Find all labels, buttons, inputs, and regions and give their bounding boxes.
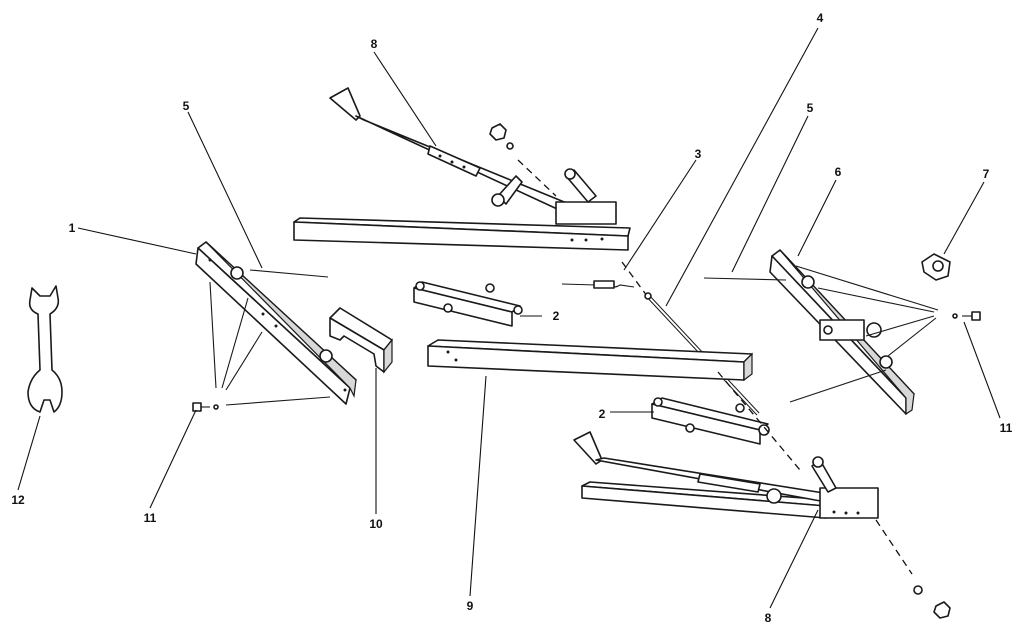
- callout-2-upper: 2: [553, 309, 560, 323]
- callout-11-left: 11: [144, 511, 157, 525]
- callout-9: 9: [467, 599, 474, 613]
- left-side-rail: [195, 241, 357, 406]
- callout-8-upper: 8: [371, 37, 378, 51]
- callout-6: 6: [835, 165, 842, 179]
- end-cap: [921, 253, 951, 281]
- callout-11-right: 11: [1000, 421, 1013, 435]
- top-assembly-line: [517, 159, 557, 197]
- callout-2-lower: 2: [599, 407, 606, 421]
- callout-12: 12: [11, 493, 25, 507]
- main-beam: [427, 339, 753, 382]
- center-pin: [561, 280, 635, 289]
- u-bracket: [329, 307, 393, 374]
- upper-crossbar: [293, 217, 631, 251]
- lower-lever-handle: [573, 431, 879, 519]
- right-side-rail: [703, 249, 939, 416]
- right-bolt: [952, 311, 981, 321]
- callout-1: 1: [69, 221, 76, 235]
- lower-assembly-line-a: [717, 371, 801, 471]
- lower-nut-washer: [913, 585, 951, 619]
- top-nut-washer: [489, 123, 514, 150]
- callout-7: 7: [983, 167, 990, 181]
- callout-8-lower: 8: [765, 611, 772, 625]
- left-bolt: [192, 402, 219, 412]
- leader-lines: [17, 27, 1001, 609]
- callout-4: 4: [817, 11, 824, 25]
- callout-5-left: 5: [183, 99, 190, 113]
- upper-pad: [413, 281, 523, 327]
- lower-pad: [651, 397, 770, 445]
- callout-10: 10: [369, 517, 383, 531]
- lower-assembly-line-b: [875, 519, 913, 575]
- callout-3: 3: [695, 147, 702, 161]
- callout-5-right: 5: [807, 101, 814, 115]
- top-lever-handle: [329, 87, 617, 225]
- wrench-icon: [27, 285, 63, 413]
